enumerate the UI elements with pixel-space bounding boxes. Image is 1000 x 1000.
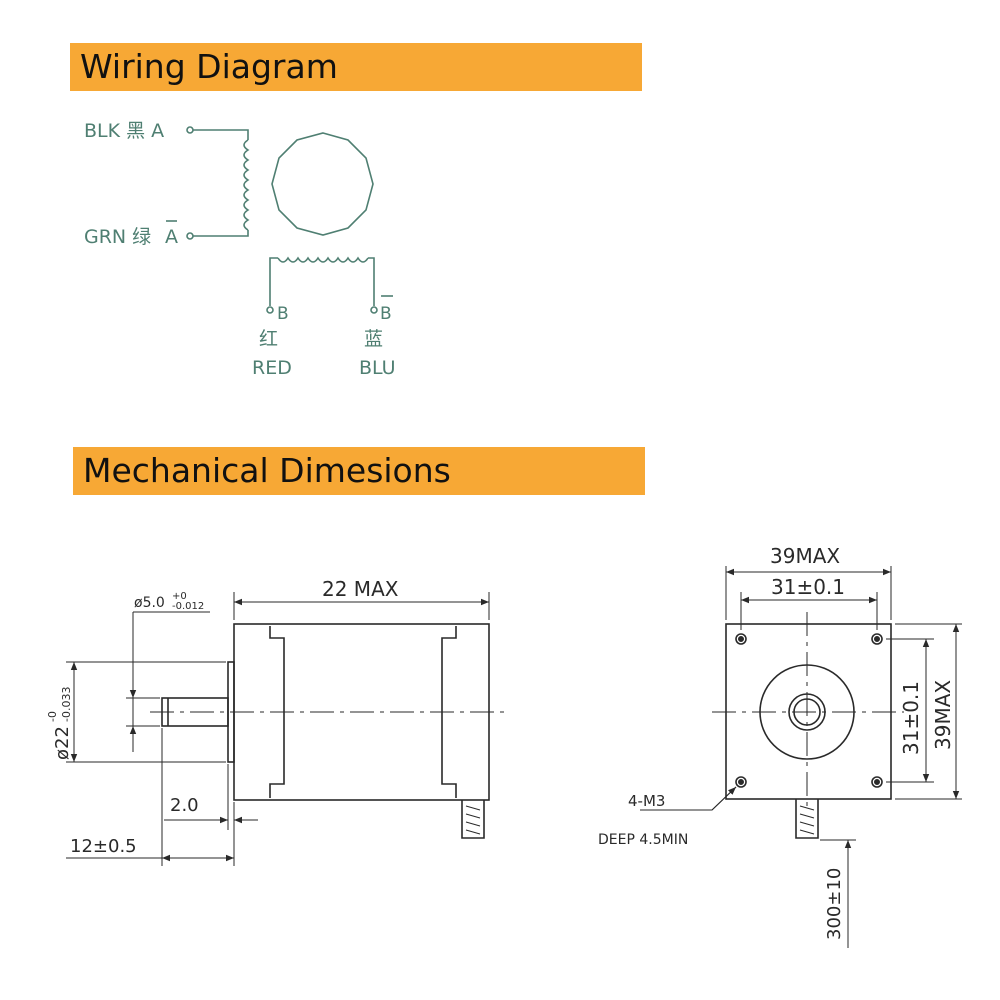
lead-wires bbox=[461, 800, 485, 839]
front-view-drawing bbox=[712, 612, 904, 839]
lead-wire-hatch bbox=[465, 805, 481, 835]
terminal-b-bar bbox=[370, 306, 378, 314]
front-view-dimensions bbox=[640, 566, 962, 948]
wire-b-right bbox=[368, 257, 375, 306]
label-red-pole: B bbox=[277, 304, 289, 324]
label-boss-height: 2.0 bbox=[170, 795, 199, 816]
front-lead-wires bbox=[795, 799, 819, 839]
label-shaft-length: 12±0.5 bbox=[70, 836, 137, 857]
label-height-max: 39MAX bbox=[931, 680, 955, 750]
label-grn-pole: A bbox=[165, 226, 178, 248]
side-view-labels: 22 MAX ø5.0 +0 -0.012 ø22 -0 -0.033 2.0 … bbox=[46, 577, 399, 857]
side-view-drawing bbox=[150, 623, 510, 839]
label-shaft-dia: ø5.0 bbox=[134, 595, 165, 611]
wiring-diagram-title: Wiring Diagram bbox=[70, 43, 642, 91]
label-width-max: 39MAX bbox=[770, 544, 840, 568]
label-hole-spacing-v: 31±0.1 bbox=[899, 681, 923, 755]
rotor-symbol bbox=[271, 132, 374, 236]
terminal-a bbox=[186, 126, 194, 134]
terminal-a-bar bbox=[186, 232, 194, 240]
label-grn: GRN 绿 bbox=[84, 226, 151, 248]
coil-a bbox=[243, 139, 250, 231]
label-blu-en: BLU bbox=[359, 357, 396, 379]
label-boss-tol-upper: -0 bbox=[46, 711, 59, 722]
wire-b-left bbox=[269, 257, 278, 306]
label-blu-cn: 蓝 bbox=[364, 328, 383, 350]
mounting-holes bbox=[735, 633, 883, 788]
wire-a-bottom bbox=[193, 230, 249, 237]
wiring-labels: BLK 黑 A GRN 绿 A B 红 RED B 蓝 BLU bbox=[84, 120, 396, 379]
coil-b bbox=[277, 256, 369, 263]
side-view-dimensions bbox=[66, 592, 490, 866]
label-red-cn: 红 bbox=[259, 328, 278, 350]
label-thread-depth: DEEP 4.5MIN bbox=[598, 832, 688, 848]
label-boss-dia: ø22 bbox=[52, 726, 73, 760]
label-hole-spacing: 31±0.1 bbox=[771, 575, 845, 599]
body-inner-right bbox=[441, 626, 457, 798]
body-inner-left bbox=[269, 626, 285, 798]
label-red-en: RED bbox=[252, 357, 292, 379]
wiring-diagram bbox=[166, 126, 393, 314]
label-blu-pole: B bbox=[380, 304, 392, 324]
terminal-b bbox=[266, 306, 274, 314]
label-blk: BLK 黑 A bbox=[84, 120, 164, 142]
mechanical-dimensions-title: Mechanical Dimesions bbox=[73, 447, 645, 495]
label-length-max: 22 MAX bbox=[322, 577, 399, 601]
label-lead-length: 300±10 bbox=[824, 868, 845, 940]
wire-a-top bbox=[193, 129, 249, 140]
front-view-labels: 39MAX 31±0.1 4-M3 DEEP 4.5MIN 31±0.1 39M… bbox=[598, 544, 955, 940]
label-shaft-tol-upper: +0 bbox=[172, 591, 187, 602]
label-boss-tol-lower: -0.033 bbox=[60, 687, 73, 722]
label-thread: 4-M3 bbox=[628, 792, 665, 810]
label-shaft-tol-lower: -0.012 bbox=[172, 601, 204, 612]
